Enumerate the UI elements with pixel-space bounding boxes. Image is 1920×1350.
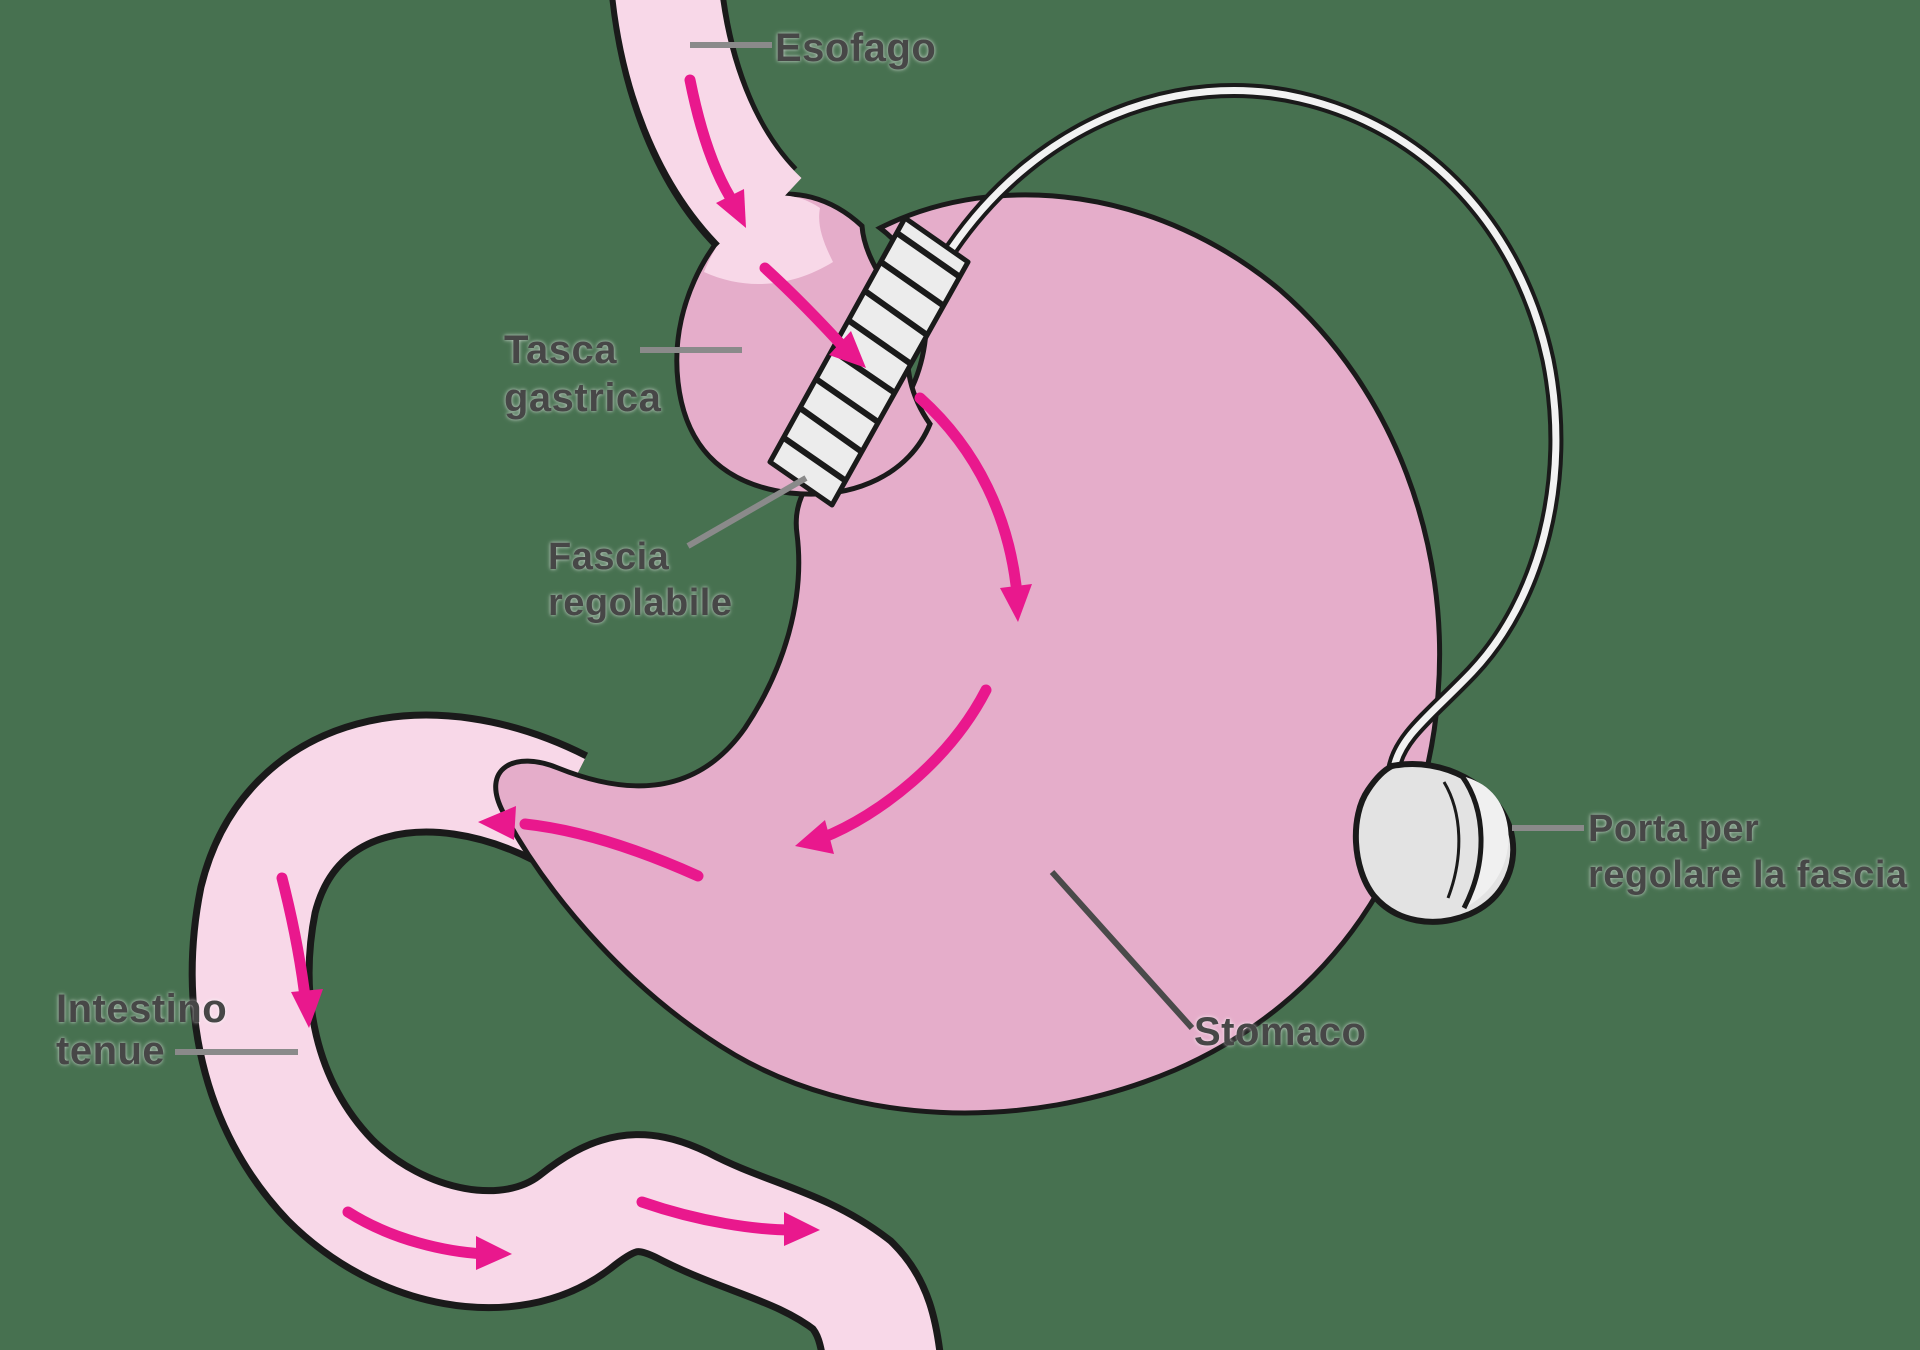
flow-arrow-intestine-right [636,1196,798,1236]
flow-arrow-stomach-upper [914,392,1022,591]
flow-arrow-pylorus [519,818,704,882]
band-stripes [782,230,962,484]
arrowhead-duodenum [291,989,323,1028]
arrowhead-pouch [829,331,866,368]
leader-stomach [1049,869,1195,1031]
port-dome [1462,776,1509,908]
label-esophagus: Esofago [775,26,937,70]
arrowhead-stomach-lower [795,820,834,854]
flow-arrow-stomach-lower [816,684,992,844]
gastric-band-shape [767,215,971,508]
port-inner-arc [1459,774,1484,910]
leader-lines [175,42,1584,1055]
connector-tube-fill [949,86,1560,769]
leader-adjustable-band [686,475,808,549]
label-stomach: Stomaco [1194,1010,1367,1054]
arrowhead-stomach-upper [1000,584,1032,622]
esophagus-fill [615,0,803,254]
label-gastric-pouch: Tasca gastrica [504,328,662,420]
port-shape [1352,761,1517,925]
esophagus-tube [609,0,803,254]
flow-arrowheads [291,189,1032,1270]
pouch-junction-highlight [704,195,833,285]
label-small-intestine: Intestino tenue [56,987,228,1073]
connector-tube [945,82,1564,770]
flow-arrow-esophagus [684,74,741,211]
arrowhead-intestine-left [476,1236,512,1270]
arrowhead-esophagus [716,189,746,228]
arrowhead-intestine-right [784,1212,820,1246]
label-adjustable-band: Fascia regolabile [548,536,733,624]
flow-arrow-intestine-left [342,1206,491,1260]
port-inner-arc-2 [1442,781,1461,899]
arrowhead-pylorus [478,806,516,840]
label-port: Porta per regolare la fascia [1588,808,1908,896]
